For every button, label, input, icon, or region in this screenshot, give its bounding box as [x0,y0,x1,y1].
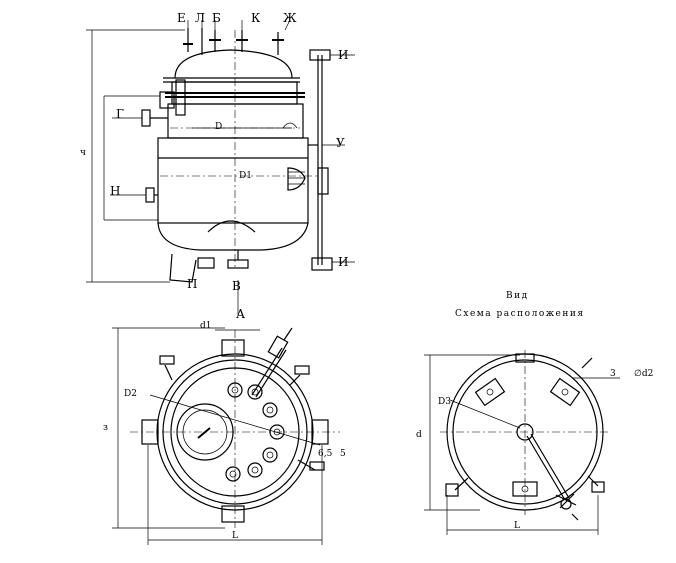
dim-D2: D2 [124,389,137,399]
label-zh: Ж [283,11,297,25]
label-v: В [232,279,241,293]
dim-D: D [215,122,222,132]
scheme-title: Схема расположения [455,309,585,319]
hole-note-dia: ∅d2 [634,369,653,379]
label-l: Л [195,11,205,25]
dim-angle: 6,5 [318,449,333,459]
label-g: Г [116,107,124,121]
dim-d1: d1 [200,321,212,331]
dim-L-right: L [514,521,520,531]
label-n: Н [110,184,120,198]
top-view [112,327,340,545]
label-p: П [187,277,197,291]
dim-D1: D1 [239,171,252,181]
label-i-top: И [338,48,348,62]
label-a: А [236,307,245,321]
layout-scheme [424,350,620,535]
top-nozzles [183,19,291,55]
label-b: Б [212,11,221,25]
dim-d-right: d [416,430,422,440]
hole-note-count: 3 [610,369,616,379]
label-e: Е [177,11,186,25]
dim-height: ч [80,148,86,158]
upper-head [174,49,293,79]
view-title: Вид [506,291,529,301]
front-view [86,19,355,315]
label-u: У [336,136,345,150]
label-k: К [251,11,261,25]
bottom-head [157,222,309,251]
dim-D3: D3 [438,397,451,407]
main-shell [157,137,309,224]
dim-five: 5 [340,449,346,459]
label-i-bottom: И [338,255,348,269]
dim-s-left: з [103,423,108,433]
dim-L-left: L [232,531,238,541]
